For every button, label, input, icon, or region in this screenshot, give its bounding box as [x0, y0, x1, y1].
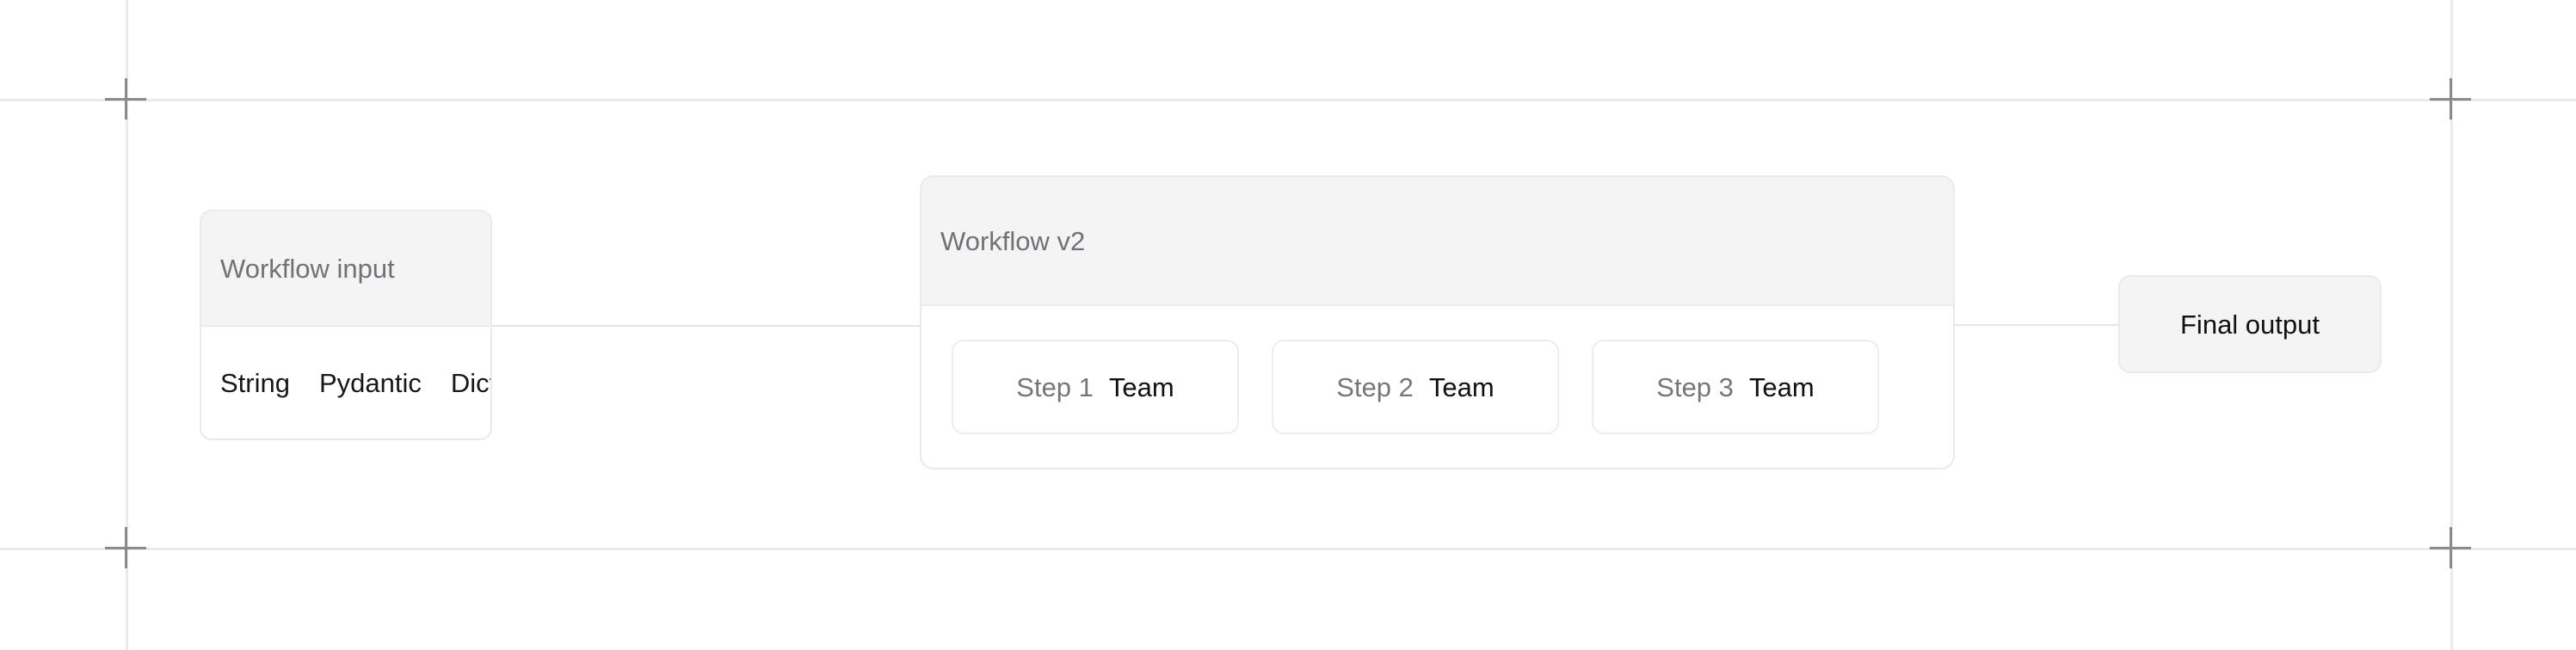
workflow-group-header: Workflow v2 [921, 177, 1953, 306]
workflow-input-body: String Pydantic Dict List [201, 327, 490, 438]
type-chip-pydantic[interactable]: Pydantic [318, 367, 422, 398]
plus-crosshair-icon-bottom-right [2430, 527, 2471, 568]
workflow-input-title: Workflow input [220, 253, 395, 284]
step-card-2[interactable]: Step 2 Team [1272, 340, 1559, 434]
step-3-kind: Team [1748, 371, 1815, 402]
step-2-label: Step 2 [1336, 371, 1414, 402]
step-1-label: Step 1 [1016, 371, 1094, 402]
step-3-label: Step 3 [1656, 371, 1734, 402]
type-chip-string[interactable]: String [220, 367, 290, 398]
final-output-node[interactable]: Final output [2118, 275, 2382, 373]
workflow-group-body: Step 1 Team Step 2 Team Step 3 Team [921, 306, 1953, 468]
grid-line-horizontal-top [0, 99, 2576, 101]
grid-line-vertical-right [2450, 0, 2453, 650]
step-1-kind: Team [1108, 371, 1174, 402]
workflow-group-node[interactable]: Workflow v2 Step 1 Team Step 2 Team Step… [920, 175, 1955, 469]
edge-workflow-to-output [1953, 324, 2120, 326]
final-output-label: Final output [2180, 309, 2320, 340]
workflow-input-node[interactable]: Workflow input String Pydantic Dict List [200, 210, 492, 440]
grid-line-vertical-left [126, 0, 128, 650]
edge-input-to-workflow [490, 325, 922, 327]
plus-crosshair-icon-top-right [2430, 78, 2471, 120]
step-card-3[interactable]: Step 3 Team [1592, 340, 1879, 434]
step-2-kind: Team [1428, 371, 1494, 402]
workflow-input-header: Workflow input [201, 212, 490, 327]
type-chip-dict[interactable]: Dict [450, 367, 492, 398]
workflow-group-title: Workflow v2 [940, 225, 1086, 256]
plus-crosshair-icon-bottom-left [105, 527, 146, 568]
plus-crosshair-icon-top-left [105, 78, 146, 120]
grid-line-horizontal-bottom [0, 548, 2576, 550]
step-card-1[interactable]: Step 1 Team [952, 340, 1239, 434]
